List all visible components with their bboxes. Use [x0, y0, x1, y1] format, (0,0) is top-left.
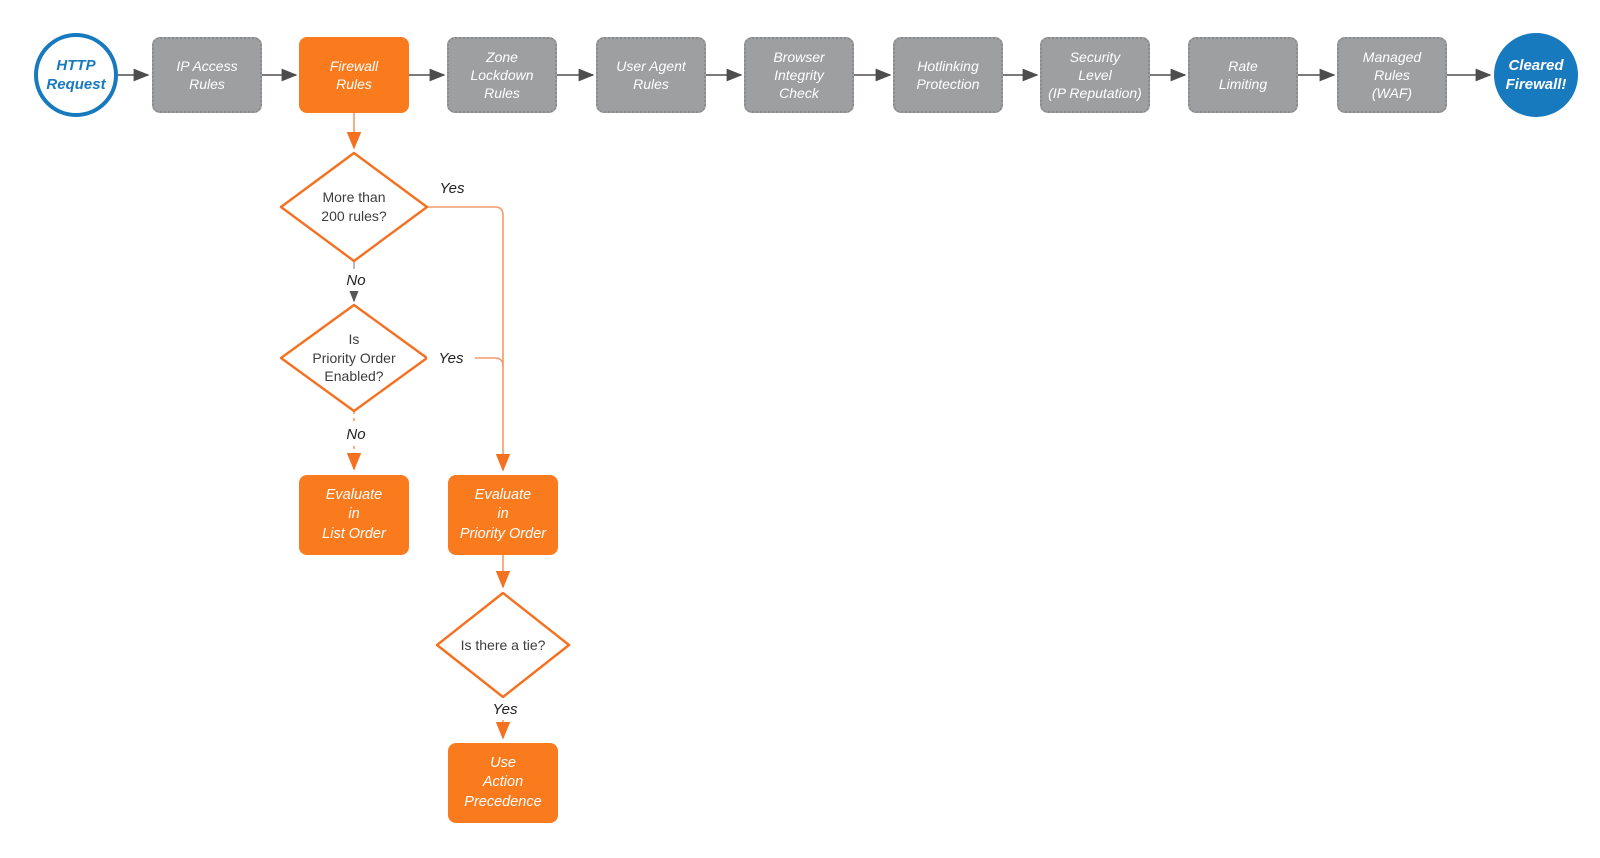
- edge-label-yes-tie: Yes: [481, 698, 529, 720]
- stage-firewall-rules: Firewall Rules: [299, 37, 409, 113]
- edge-yes-200-rules-to-priority-order: [427, 206, 511, 472]
- action-use-action-precedence: Use Action Precedence: [448, 743, 558, 823]
- edge-label-yes-priority-enabled: Yes: [427, 347, 475, 369]
- edge-label-no-200-rules: No: [336, 269, 376, 291]
- start-node-http-request: HTTP Request: [34, 33, 118, 117]
- stage-user-agent-rules: User Agent Rules: [596, 37, 706, 113]
- edge-label-yes-200-rules: Yes: [428, 177, 476, 199]
- decision-is-there-a-tie-shape: [435, 591, 571, 699]
- decision-priority-order-enabled-shape: [279, 303, 429, 413]
- end-node-cleared-firewall: Cleared Firewall!: [1494, 33, 1578, 117]
- decision-more-than-200-rules-shape: [279, 151, 429, 263]
- stage-rate-limiting: Rate Limiting: [1188, 37, 1298, 113]
- stage-browser-integrity-check: Browser Integrity Check: [744, 37, 854, 113]
- stage-security-level: Security Level (IP Reputation): [1040, 37, 1150, 113]
- stage-managed-rules-waf: Managed Rules (WAF): [1337, 37, 1447, 113]
- action-evaluate-in-priority-order: Evaluate in Priority Order: [448, 475, 558, 555]
- decision-more-than-200-rules-label: More than 200 rules?: [321, 189, 387, 224]
- decision-priority-order-enabled-label: Is Priority Order Enabled?: [312, 330, 396, 385]
- stage-hotlinking-protection: Hotlinking Protection: [893, 37, 1003, 113]
- stage-zone-lockdown-rules: Zone Lockdown Rules: [447, 37, 557, 113]
- decision-is-there-a-tie-label: Is there a tie?: [460, 636, 546, 653]
- action-evaluate-in-list-order: Evaluate in List Order: [299, 475, 409, 555]
- edge-yes-priority-enabled-join: [427, 357, 504, 367]
- edge-label-no-priority-enabled: No: [336, 423, 376, 445]
- stage-ip-access-rules: IP Access Rules: [152, 37, 262, 113]
